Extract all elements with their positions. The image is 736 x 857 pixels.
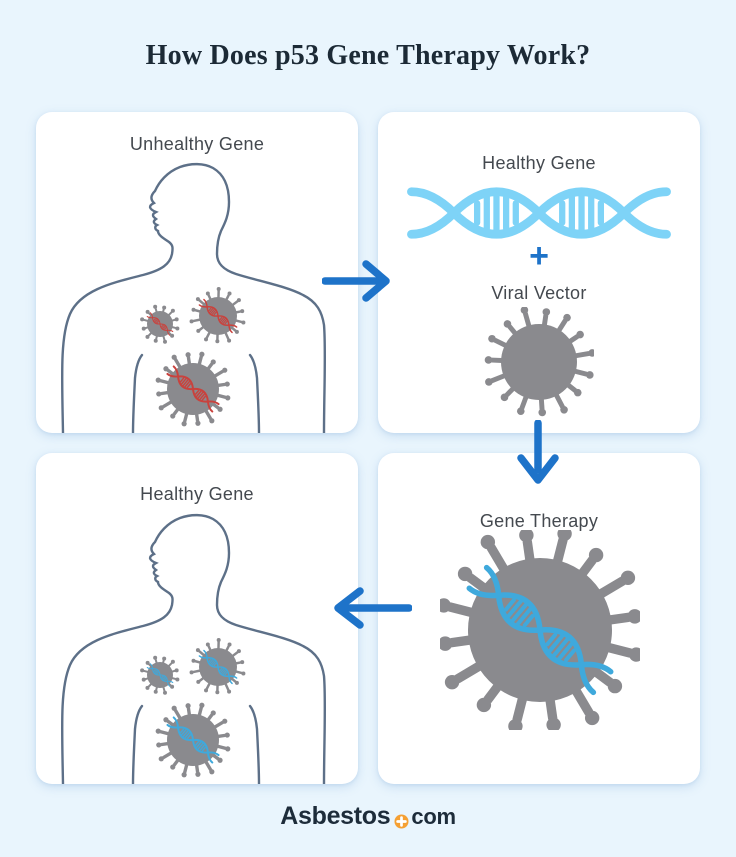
healthy-gene-label: Healthy Gene — [482, 153, 596, 173]
plus-sign: + — [529, 237, 549, 275]
viral-vector-label: Viral Vector — [491, 283, 587, 303]
gene-therapy-virus-icon — [440, 530, 640, 730]
healthy-gene-result-label: Healthy Gene — [140, 484, 254, 504]
plus-badge-icon — [394, 814, 409, 829]
arrow-down-icon — [516, 420, 560, 486]
arrow-left-icon — [324, 586, 412, 630]
logo-brand-text: Asbestos — [280, 802, 391, 830]
infographic-title: How Does p53 Gene Therapy Work? — [145, 40, 591, 71]
asbestos-logo: Asbestos com — [0, 802, 736, 831]
panel-healthy-gene-viral-vector: Healthy Gene + Viral Vector — [378, 112, 700, 433]
panel-gene-therapy: Gene Therapy — [378, 453, 700, 784]
body-silhouette-unhealthy-icon — [60, 162, 327, 433]
arrow-right-icon — [322, 259, 396, 303]
gene-therapy-label: Gene Therapy — [479, 511, 599, 531]
panel-healthy-gene-result: Healthy Gene — [36, 453, 358, 784]
panel-unhealthy-gene: Unhealthy Gene — [36, 112, 358, 433]
unhealthy-gene-label: Unhealthy Gene — [129, 134, 265, 154]
logo-tld-text: com — [411, 804, 456, 829]
dna-helix-icon — [407, 187, 671, 239]
body-silhouette-healthy-icon — [60, 513, 327, 784]
viral-vector-virus-icon — [484, 307, 594, 417]
